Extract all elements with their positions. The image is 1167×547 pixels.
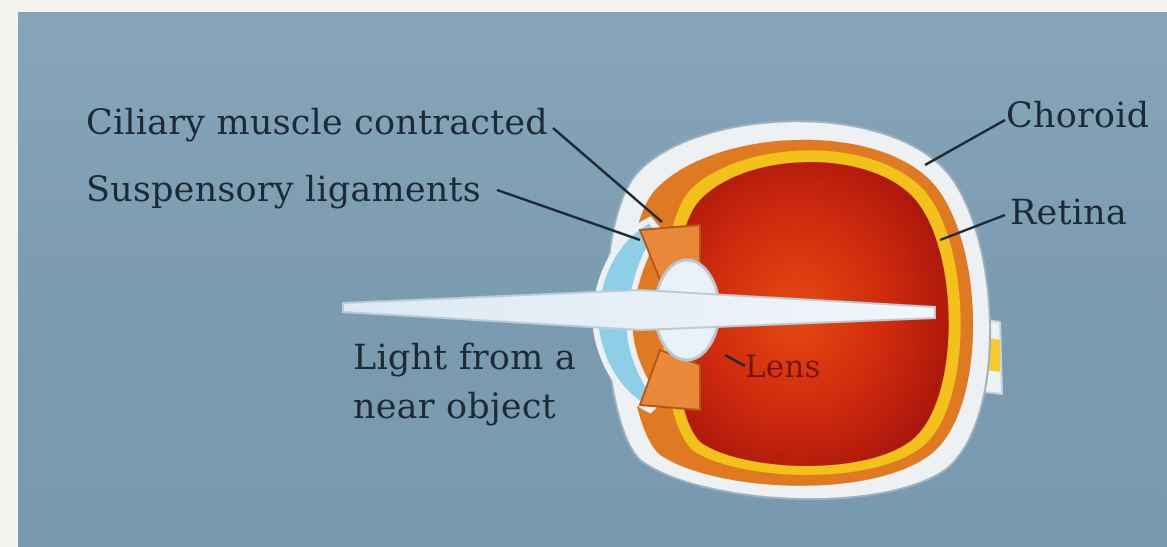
label-suspensory-ligaments: Suspensory ligaments xyxy=(86,173,481,208)
label-choroid: Choroid xyxy=(1006,99,1149,134)
label-ciliary-muscle: Ciliary muscle contracted xyxy=(86,106,548,141)
label-lens: Lens xyxy=(745,352,821,383)
label-light-line1: Light from a xyxy=(353,341,576,376)
label-retina: Retina xyxy=(1010,196,1127,231)
label-light-line2: near object xyxy=(353,390,556,425)
leader-choroid xyxy=(925,120,1005,165)
